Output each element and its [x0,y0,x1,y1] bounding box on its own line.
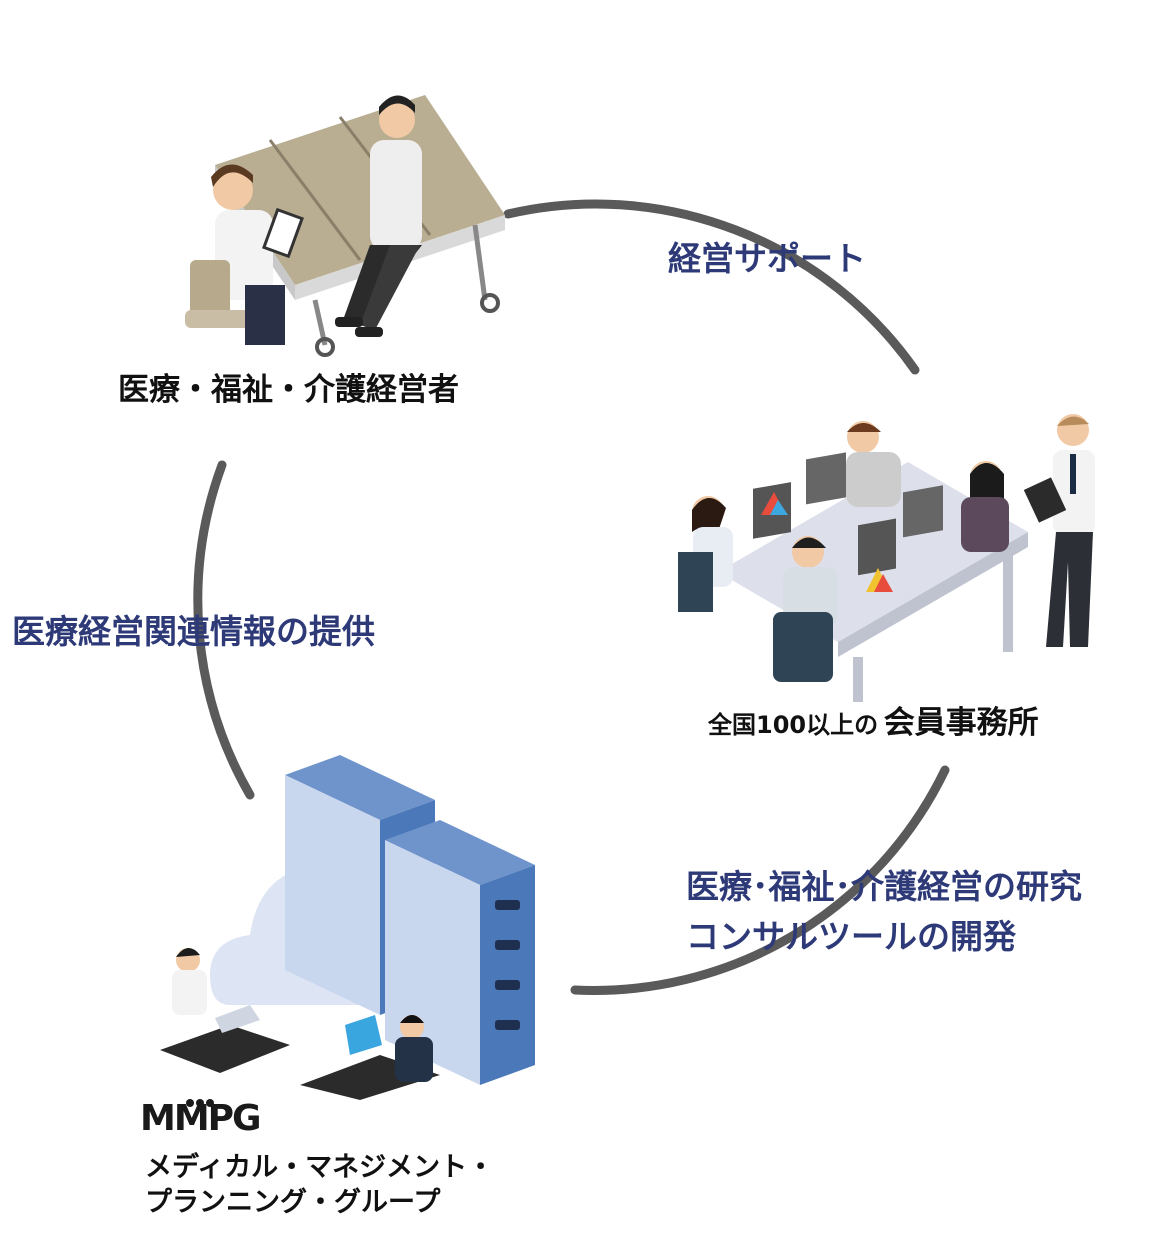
node-label-mmpg-line2: プランニング・グループ [145,1187,441,1218]
arc-bottom-right [570,765,950,995]
office-members-illustration [678,414,1095,702]
server-cloud-illustration [160,755,535,1100]
node-label-offices: 全国100以上の 会員事務所 [708,697,1039,742]
node-label-offices-main: 会員事務所 [883,705,1039,741]
arc-top-right [503,199,920,375]
label-info-provision: 医療経営関連情報の提供 [12,612,375,651]
arc-left [193,460,255,800]
label-research-line2: コンサルツールの開発 [686,917,1016,956]
node-label-offices-prefix: 全国100以上の [708,711,879,739]
node-label-management: 医療・福祉・介護経営者 [118,372,459,408]
label-research-line1: 医療･福祉･介護経営の研究 [686,867,1082,906]
node-label-mmpg-line1: メディカル・マネジメント・ [145,1152,495,1183]
mmpg-logo: MMPG [140,1098,262,1136]
medical-exam-illustration [185,95,505,357]
label-management-support: 経営サポート [668,239,866,278]
